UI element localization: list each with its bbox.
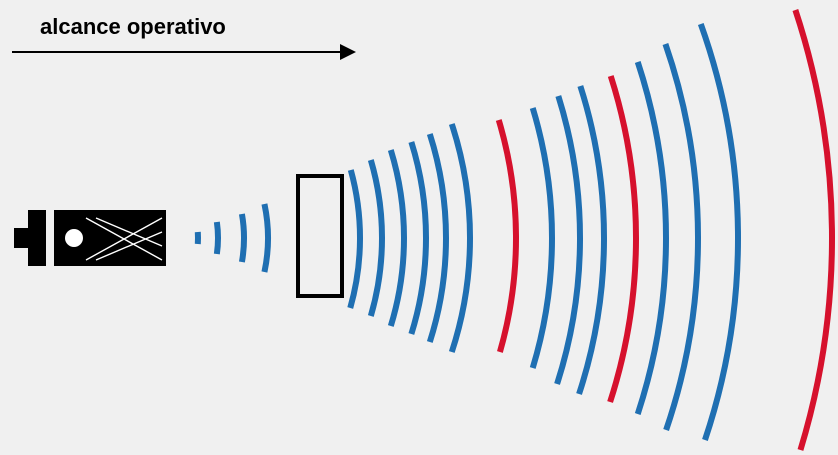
wave-arc-red bbox=[607, 75, 639, 403]
wave-arc-blue bbox=[576, 85, 607, 395]
wave-group bbox=[194, 9, 835, 451]
wave-arc-blue bbox=[238, 213, 247, 263]
wave-arc-red bbox=[792, 9, 835, 451]
wave-arc-red bbox=[495, 119, 519, 353]
wave-arc-blue bbox=[408, 141, 429, 335]
wave-arc-blue bbox=[261, 203, 271, 273]
wave-arc-blue bbox=[448, 123, 473, 353]
wave-arc-blue bbox=[554, 95, 583, 385]
range-label: alcance operativo bbox=[40, 14, 226, 39]
wave-arc-blue bbox=[634, 61, 669, 415]
wave-arc-blue bbox=[347, 169, 363, 309]
wave-arc-blue bbox=[662, 43, 701, 431]
wave-arc-blue bbox=[387, 149, 407, 327]
wave-arc-blue bbox=[426, 133, 449, 343]
wave-arc-blue bbox=[697, 22, 741, 441]
wave-arc-blue bbox=[213, 221, 221, 255]
object-box bbox=[296, 174, 344, 298]
wave-arc-blue bbox=[367, 159, 385, 317]
wave-arc-blue bbox=[529, 107, 555, 369]
camera-icon bbox=[14, 210, 166, 266]
range-arrow-icon bbox=[12, 44, 356, 60]
